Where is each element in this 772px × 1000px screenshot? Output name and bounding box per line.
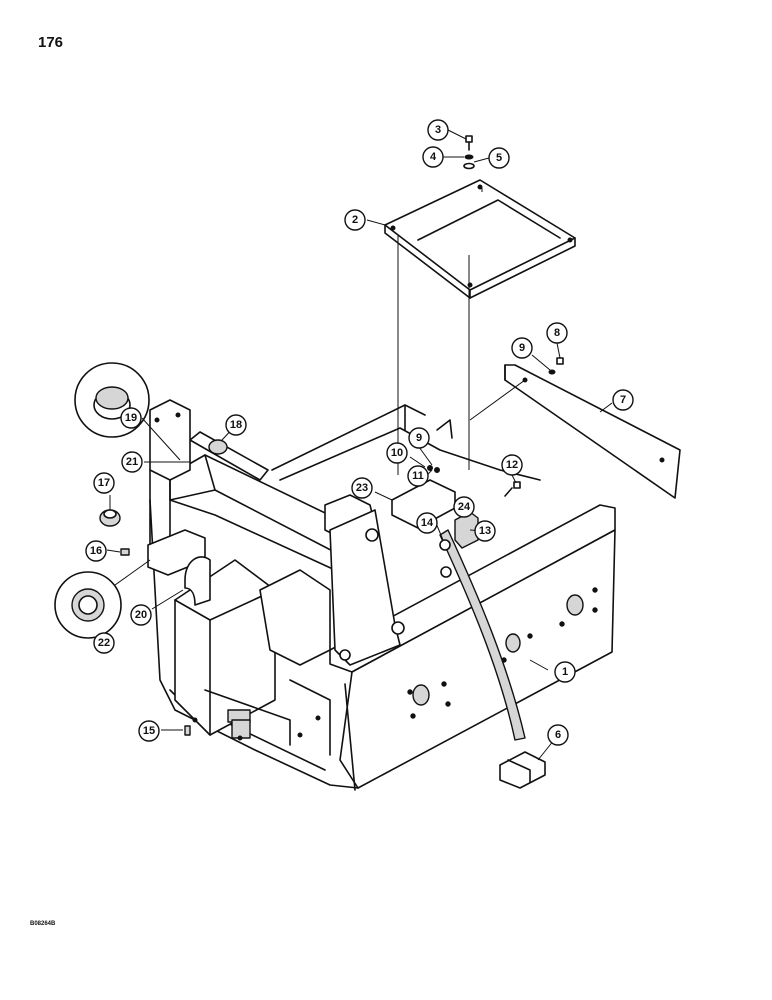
callout-5: 5 (488, 147, 510, 169)
callout-7: 7 (612, 389, 634, 411)
callout-15: 15 (138, 720, 160, 742)
svg-text:9: 9 (416, 432, 422, 444)
latch-assembly (391, 419, 479, 578)
knob-17 (99, 509, 121, 527)
svg-text:10: 10 (391, 447, 403, 459)
callout-22: 22 (93, 632, 115, 654)
svg-text:3: 3 (435, 124, 441, 136)
callout-8: 8 (546, 322, 568, 344)
callout-21: 21 (121, 451, 143, 473)
svg-text:13: 13 (479, 525, 491, 537)
svg-text:20: 20 (135, 609, 147, 621)
bolt-16 (120, 548, 130, 556)
hose-part (184, 556, 211, 606)
callout-19: 19 (120, 407, 142, 429)
side-rail-part (469, 364, 681, 499)
callout-14: 14 (416, 512, 438, 534)
svg-text:8: 8 (554, 327, 560, 339)
callout-17: 17 (93, 472, 115, 494)
callout-10: 10 (386, 442, 408, 464)
callout-3: 3 (427, 119, 449, 141)
callout-12: 12 (501, 454, 523, 476)
nut-18 (208, 439, 228, 455)
svg-text:1: 1 (562, 666, 568, 678)
cover-plate-part (384, 179, 576, 299)
callout-9-lower: 9 (408, 427, 430, 449)
bolt-washer-stack (463, 135, 475, 170)
drawing-code: B08264B (30, 921, 56, 927)
callout-16: 16 (85, 540, 107, 562)
svg-text:6: 6 (555, 729, 561, 741)
svg-text:14: 14 (421, 517, 434, 529)
callout-1: 1 (554, 661, 576, 683)
pin-15 (184, 725, 191, 736)
svg-text:23: 23 (356, 482, 368, 494)
svg-text:2: 2 (352, 214, 358, 226)
page-number: 176 (38, 34, 64, 51)
callout-4: 4 (422, 146, 444, 168)
callout-6: 6 (547, 724, 569, 746)
screw-12 (504, 481, 521, 497)
svg-text:24: 24 (458, 501, 471, 513)
svg-text:21: 21 (126, 456, 138, 468)
callout-13: 13 (474, 520, 496, 542)
callout-18: 18 (225, 414, 247, 436)
svg-text:7: 7 (620, 394, 626, 406)
svg-text:22: 22 (98, 637, 110, 649)
right-upright (324, 494, 405, 666)
callout-9-upper: 9 (511, 337, 533, 359)
svg-text:16: 16 (90, 545, 102, 557)
seat-belt-part (439, 529, 546, 789)
callout-23: 23 (351, 477, 373, 499)
screw-8-9 (548, 357, 564, 375)
detail-22-plug (54, 559, 151, 639)
svg-text:12: 12 (506, 459, 518, 471)
svg-text:4: 4 (430, 151, 437, 163)
svg-text:18: 18 (230, 419, 242, 431)
svg-text:17: 17 (98, 477, 110, 489)
svg-text:19: 19 (125, 412, 137, 424)
callout-2: 2 (344, 209, 366, 231)
callout-20: 20 (130, 604, 152, 626)
svg-text:11: 11 (412, 470, 424, 482)
svg-text:9: 9 (519, 342, 525, 354)
svg-text:5: 5 (496, 152, 502, 164)
svg-text:15: 15 (143, 725, 155, 737)
callout-11: 11 (407, 465, 429, 487)
callout-24: 24 (453, 496, 475, 518)
